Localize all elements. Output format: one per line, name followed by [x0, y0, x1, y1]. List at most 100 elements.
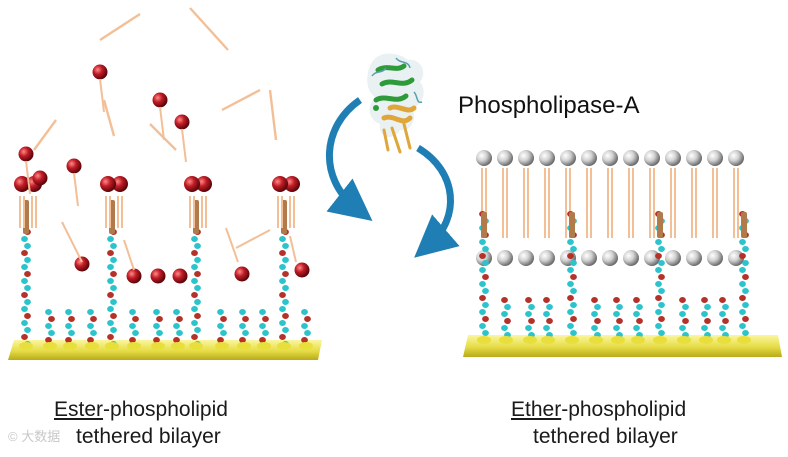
released-headgroup: [150, 268, 166, 284]
ether-headgroup-top: [560, 150, 576, 166]
anchor-group: [699, 336, 713, 344]
anchor-group: [737, 336, 751, 344]
phospholipase-protein-icon: [367, 53, 424, 154]
released-headgroup: [234, 266, 250, 282]
anchor-group: [589, 336, 603, 344]
ether-headgroup-top: [518, 150, 534, 166]
ether-headgroup-bottom: [602, 250, 618, 266]
ether-headgroup-bottom: [518, 250, 534, 266]
tether-chain: [525, 297, 535, 338]
anchor-group: [717, 336, 731, 344]
anchor-group: [189, 342, 203, 350]
ester-headgroup: [272, 176, 288, 192]
cleaved-tail: [61, 221, 83, 263]
right-caption-line2: tethered bilayer: [533, 425, 678, 448]
anchor-group: [171, 342, 185, 350]
ether-headgroup-bottom: [623, 250, 639, 266]
ether-headgroup-bottom: [665, 250, 681, 266]
ether-headgroup-bottom: [581, 250, 597, 266]
right-caption-emphasis: Ether: [511, 398, 562, 421]
cleaved-tail: [268, 89, 278, 141]
ether-headgroup-top: [581, 150, 597, 166]
anchor-group: [105, 342, 119, 350]
arrow-to-left-icon: [325, 97, 373, 222]
watermark: © 大数据: [8, 429, 61, 444]
tether-chain: [191, 229, 201, 347]
ether-headgroup-top: [602, 150, 618, 166]
enzyme-label: Phospholipase-A: [458, 92, 640, 119]
anchor-group: [257, 342, 271, 350]
cleaved-tail: [99, 12, 141, 42]
ether-headgroup-top: [644, 150, 660, 166]
left-caption-line2: tethered bilayer: [76, 425, 221, 448]
ether-headgroup-top: [476, 150, 492, 166]
cleaved-tail: [73, 172, 79, 207]
released-headgroup: [32, 170, 48, 186]
ether-headgroup-top: [707, 150, 723, 166]
ether-bilayer: [476, 150, 751, 344]
brown-linker: [569, 212, 575, 238]
ether-headgroup-bottom: [497, 250, 513, 266]
released-headgroup: [294, 262, 310, 278]
anchor-group: [277, 342, 291, 350]
anchor-group: [653, 336, 667, 344]
left-caption-rest: -phospholipid: [103, 398, 228, 421]
anchor-group: [215, 342, 229, 350]
tether-chain: [301, 309, 311, 343]
cleaved-tail: [181, 128, 187, 163]
cleaved-headgroup: [66, 158, 82, 174]
tether-chain: [107, 229, 117, 347]
ether-headgroup-top: [686, 150, 702, 166]
anchor-group: [499, 336, 513, 344]
released-headgroup: [126, 268, 142, 284]
tether-chain: [259, 309, 269, 343]
tether-chain: [217, 309, 227, 343]
right-caption: Ether-phospholipid tethered bilayer: [511, 396, 686, 450]
tether-chain: [501, 297, 511, 338]
arrow-to-right-icon: [414, 145, 460, 258]
tether-chain: [633, 297, 643, 338]
ether-headgroup-top: [497, 150, 513, 166]
anchor-group: [237, 342, 251, 350]
anchor-group: [299, 342, 313, 350]
ester-headgroup: [284, 176, 300, 192]
anchor-group: [477, 336, 491, 344]
cleaved-tail: [25, 160, 31, 195]
tether-chain: [173, 309, 183, 343]
cleaved-tail: [189, 7, 229, 51]
ester-headgroup: [100, 176, 116, 192]
ester-bilayer: [14, 170, 313, 350]
anchor-group: [151, 342, 165, 350]
tether-chain: [153, 309, 163, 343]
tether-chain: [239, 309, 249, 343]
cleaved-tail: [159, 106, 165, 141]
anchor-group: [127, 342, 141, 350]
anchor-group: [19, 342, 33, 350]
anchor-group: [565, 336, 579, 344]
cleaved-lipid-debris: [18, 7, 297, 271]
ester-headgroup: [196, 176, 212, 192]
cleaved-tail: [99, 78, 105, 113]
right-caption-rest: -phospholipid: [561, 398, 687, 421]
ether-headgroup-bottom: [686, 250, 702, 266]
tether-chain: [613, 297, 623, 338]
tether-chain: [129, 309, 139, 343]
anchor-group: [43, 342, 57, 350]
anchor-group: [85, 342, 99, 350]
ether-headgroup-top: [665, 150, 681, 166]
tether-chain: [279, 229, 289, 347]
tether-chain: [21, 229, 31, 347]
released-headgroup: [74, 256, 90, 272]
cleaved-tail: [235, 229, 271, 249]
ether-headgroup-top: [539, 150, 555, 166]
cleaved-headgroup: [18, 146, 34, 162]
released-headgroup: [172, 268, 188, 284]
tether-chain: [591, 297, 601, 338]
anchor-group: [523, 336, 537, 344]
ester-headgroup: [14, 176, 30, 192]
cleaved-headgroup: [92, 64, 108, 80]
ester-headgroup: [112, 176, 128, 192]
tether-chain: [719, 297, 729, 338]
